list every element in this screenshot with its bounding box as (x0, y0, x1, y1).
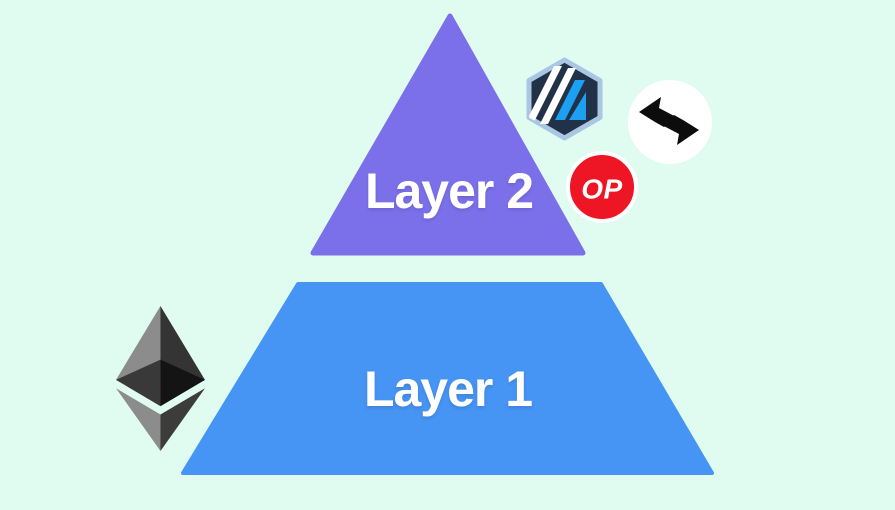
layer1-label: Layer 1 (363, 361, 533, 417)
layer2-triangle (310, 13, 586, 256)
eth-facet-bottom-right (159, 388, 205, 451)
arbitrum-triangle-blue (569, 92, 586, 120)
eth-facet-mid-right (160, 359, 205, 407)
eth-facet-mid-left (116, 359, 161, 407)
arbitrum-stripe-white-2 (540, 68, 576, 124)
arbitrum-icon (526, 57, 603, 141)
arbitrum-stripe-white-1 (529, 66, 562, 122)
swap-arrows-icon (628, 80, 712, 164)
arbitrum-stripe-blue (555, 80, 585, 120)
optimism-icon: OP (566, 151, 638, 223)
swap-arrow-right (660, 115, 699, 145)
layer2-label: Layer 2 (364, 163, 534, 219)
ethereum-icon (116, 306, 205, 451)
optimism-label: OP (581, 174, 622, 205)
layer1-trapezoid (181, 282, 714, 475)
eth-facet-bottom-left (116, 388, 161, 451)
optimism-circle (566, 151, 638, 223)
